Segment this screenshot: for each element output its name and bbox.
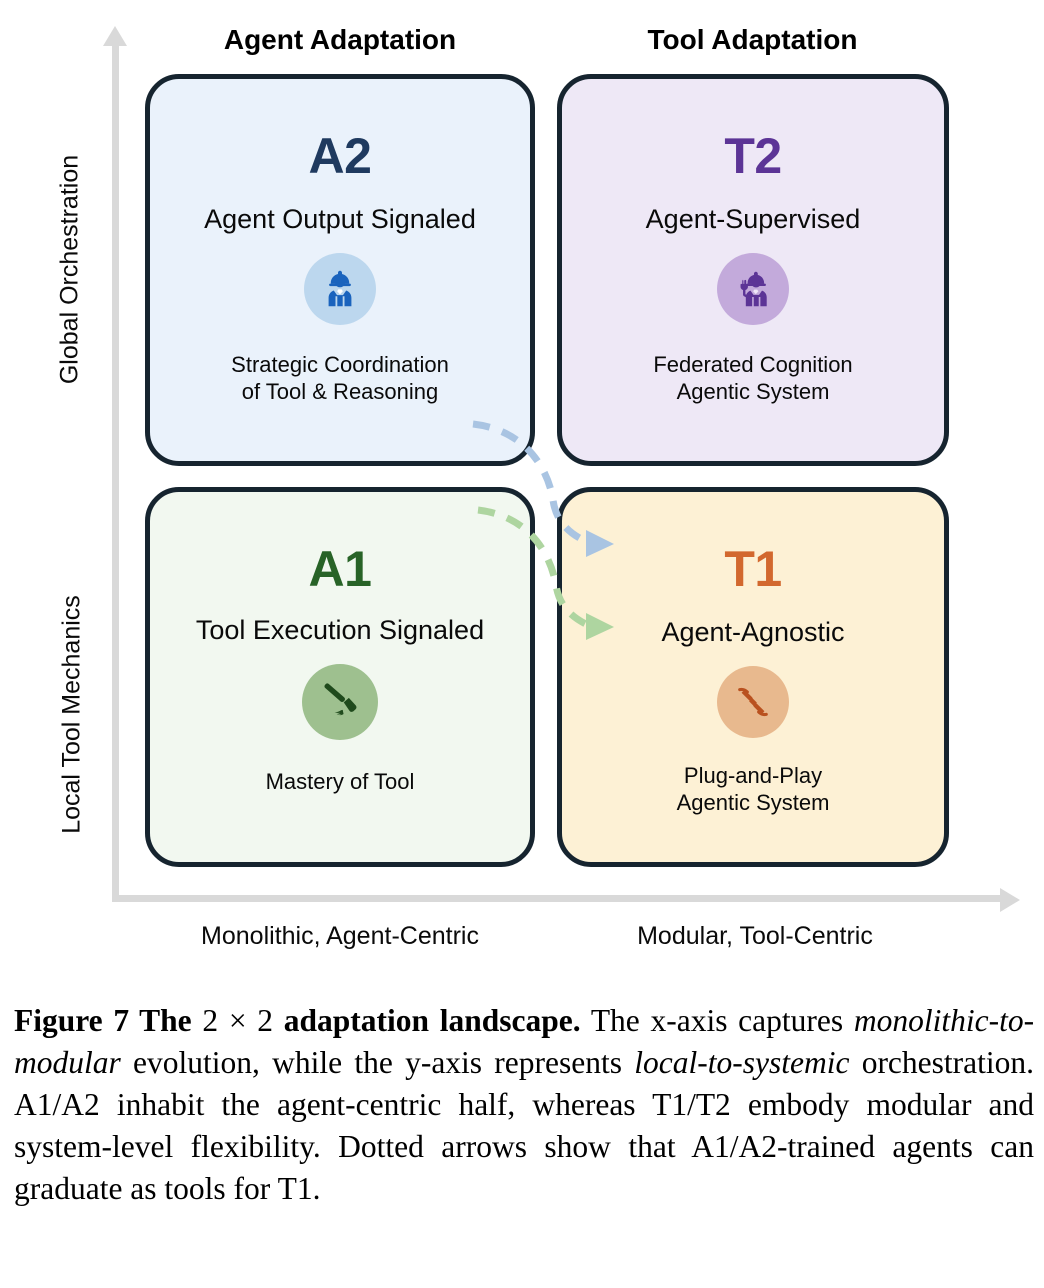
y-axis-label-global-orchestration: Global Orchestration xyxy=(55,154,84,385)
engineer-hardhat-icon xyxy=(304,252,376,325)
caption-italic-2: local-to-systemic xyxy=(634,1044,850,1080)
y-axis-label-local-tool-mechanics: Local Tool Mechanics xyxy=(57,595,86,834)
caption-figure-number: Figure 7 xyxy=(14,1003,130,1038)
quadrant-code-t2: T2 xyxy=(724,128,782,184)
quadrant-title-t1: Agent-Agnostic xyxy=(661,617,845,647)
quadrant-card-t2[interactable]: T2 Agent-Supervised Federated Cognition … xyxy=(557,74,949,466)
caption-bold-lead-1: The xyxy=(139,1003,192,1038)
column-header-tool-adaptation: Tool Adaptation xyxy=(647,24,858,55)
quadrant-subtitle-a1-line1: Mastery of Tool xyxy=(265,768,415,794)
quadrant-subtitle-t1: Plug-and-Play Agentic System xyxy=(677,762,830,817)
hammer-icon xyxy=(302,663,378,740)
quadrant-subtitle-a2: Strategic Coordination of Tool & Reasoni… xyxy=(231,351,449,406)
x-axis-label-monolithic-agent-centric: Monolithic, Agent-Centric xyxy=(201,922,479,950)
quadrant-subtitle-t2-line1: Federated Cognition xyxy=(653,351,853,377)
quadrant-code-t1: T1 xyxy=(724,541,782,597)
quadrant-card-t1[interactable]: T1 Agent-Agnostic Plug-and-Play Agentic … xyxy=(557,487,949,867)
quadrant-title-t2: Agent-Supervised xyxy=(645,204,861,234)
quadrant-title-a1: Tool Execution Signaled xyxy=(195,615,485,645)
caption-body-3: orchestration. A1/A2 inhabit the agent-c… xyxy=(14,1044,1034,1206)
y-axis-line xyxy=(112,42,119,902)
caption-formula: 2 × 2 xyxy=(202,1003,274,1038)
y-axis-arrowhead xyxy=(103,26,127,46)
quadrant-subtitle-a1: Mastery of Tool xyxy=(266,768,415,796)
quadrant-subtitle-t2: Federated Cognition Agentic System xyxy=(653,351,852,406)
quadrant-title-a2: Agent Output Signaled xyxy=(204,204,476,234)
quadrant-code-a1: A1 xyxy=(308,541,372,597)
x-axis-line xyxy=(112,895,1007,902)
quadrant-card-a2[interactable]: A2 Agent Output Signaled Strategic Coord… xyxy=(145,74,535,466)
quadrant-subtitle-a2-line2: of Tool & Reasoning xyxy=(241,379,439,405)
quadrant-card-a1[interactable]: A1 Tool Execution Signaled Mastery of To… xyxy=(145,487,535,867)
caption-body-1: The x-axis captures xyxy=(590,1003,844,1038)
caption-bold-lead-2: adaptation landscape. xyxy=(283,1003,581,1038)
caption-body-2: evolution, while the y-axis represents xyxy=(133,1044,622,1080)
engineer-with-plug-icon xyxy=(717,252,789,325)
caption-italic-1: monolithic-to-modular xyxy=(14,1003,1035,1080)
quadrant-subtitle-a2-line1: Strategic Coordination xyxy=(231,351,449,377)
plug-connector-icon xyxy=(717,665,789,738)
column-header-agent-adaptation: Agent Adaptation xyxy=(223,24,457,55)
quadrant-subtitle-t1-line2: Agentic System xyxy=(676,790,830,816)
x-axis-label-modular-tool-centric: Modular, Tool-Centric xyxy=(637,922,873,950)
x-axis-arrowhead xyxy=(1000,888,1020,912)
quadrant-subtitle-t2-line2: Agentic System xyxy=(676,379,830,405)
adaptation-landscape-figure: Global Orchestration Local Tool Mechanic… xyxy=(55,24,1020,950)
quadrant-subtitle-t1-line1: Plug-and-Play xyxy=(683,762,823,788)
quadrant-code-a2: A2 xyxy=(308,128,372,184)
